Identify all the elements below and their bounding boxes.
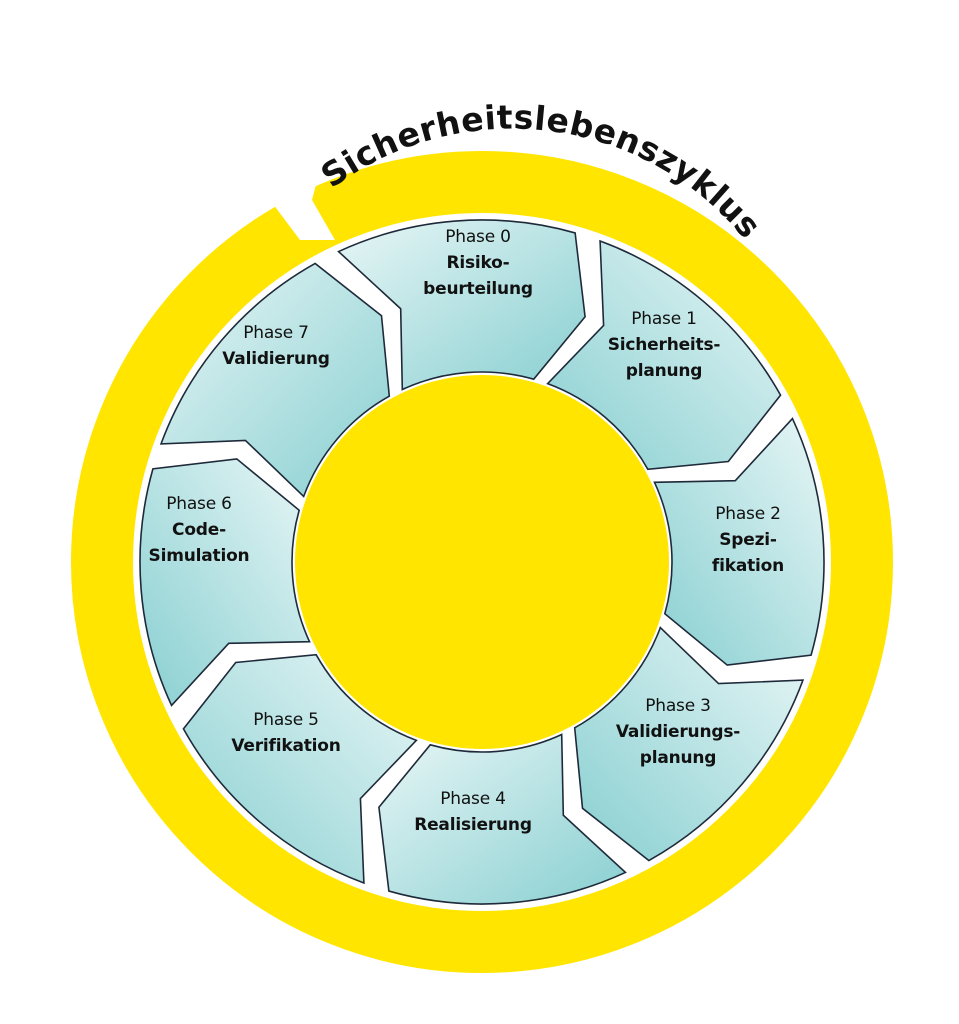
phase-label-5: Phase 5 Verifikation xyxy=(231,707,341,759)
phase-number: Phase 6 xyxy=(166,494,232,514)
phase-segment-2 xyxy=(653,417,825,666)
phase-segment-7 xyxy=(159,262,391,498)
phase-name: Simulation xyxy=(148,546,250,566)
phase-name: planung xyxy=(639,748,717,768)
phase-name: Spezi- xyxy=(719,530,777,550)
phase-label-2: Phase 2 Spezi- fikation xyxy=(712,501,784,579)
phase-number: Phase 4 xyxy=(440,789,506,809)
phase-label-0: Phase 0 Risiko- beurteilung xyxy=(423,224,533,302)
phase-name: Code- xyxy=(172,520,226,540)
phase-name: Verifikation xyxy=(231,736,341,756)
phase-name: Risiko- xyxy=(446,253,510,273)
outer-ring xyxy=(71,150,893,973)
phase-name: fikation xyxy=(711,556,785,576)
phase-segment-3 xyxy=(573,626,805,862)
phase-label-3: Phase 3 Validierungs- planung xyxy=(616,693,740,771)
phase-segment-5 xyxy=(182,653,418,885)
phase-number: Phase 7 xyxy=(243,323,309,343)
phase-name: Validierungs- xyxy=(615,722,741,742)
phase-number: Phase 1 xyxy=(631,309,697,329)
phase-name: Validierung xyxy=(222,349,330,369)
phase-number: Phase 2 xyxy=(715,504,781,524)
phase-segment-1 xyxy=(546,239,782,471)
phase-number: Phase 0 xyxy=(445,227,511,247)
phase-segments xyxy=(139,219,825,905)
phase-label-4: Phase 4 Realisierung xyxy=(414,786,532,838)
inner-circle xyxy=(295,375,669,749)
phase-number: Phase 3 xyxy=(645,696,711,716)
phase-name: Realisierung xyxy=(414,815,532,835)
phase-label-1: Phase 1 Sicherheits- planung xyxy=(608,306,721,384)
phase-name: planung xyxy=(625,361,703,381)
phase-segment-6 xyxy=(139,458,311,707)
phase-name: Sicherheits- xyxy=(607,335,721,355)
ring-gap xyxy=(270,150,335,240)
phase-label-6: Phase 6 Code- Simulation xyxy=(149,491,250,569)
phase-segment-4 xyxy=(378,733,627,905)
phase-number: Phase 5 xyxy=(253,710,319,730)
phase-label-7: Phase 7 Validierung xyxy=(222,320,330,372)
phase-segment-0 xyxy=(337,219,586,391)
phase-name: beurteilung xyxy=(423,279,533,299)
